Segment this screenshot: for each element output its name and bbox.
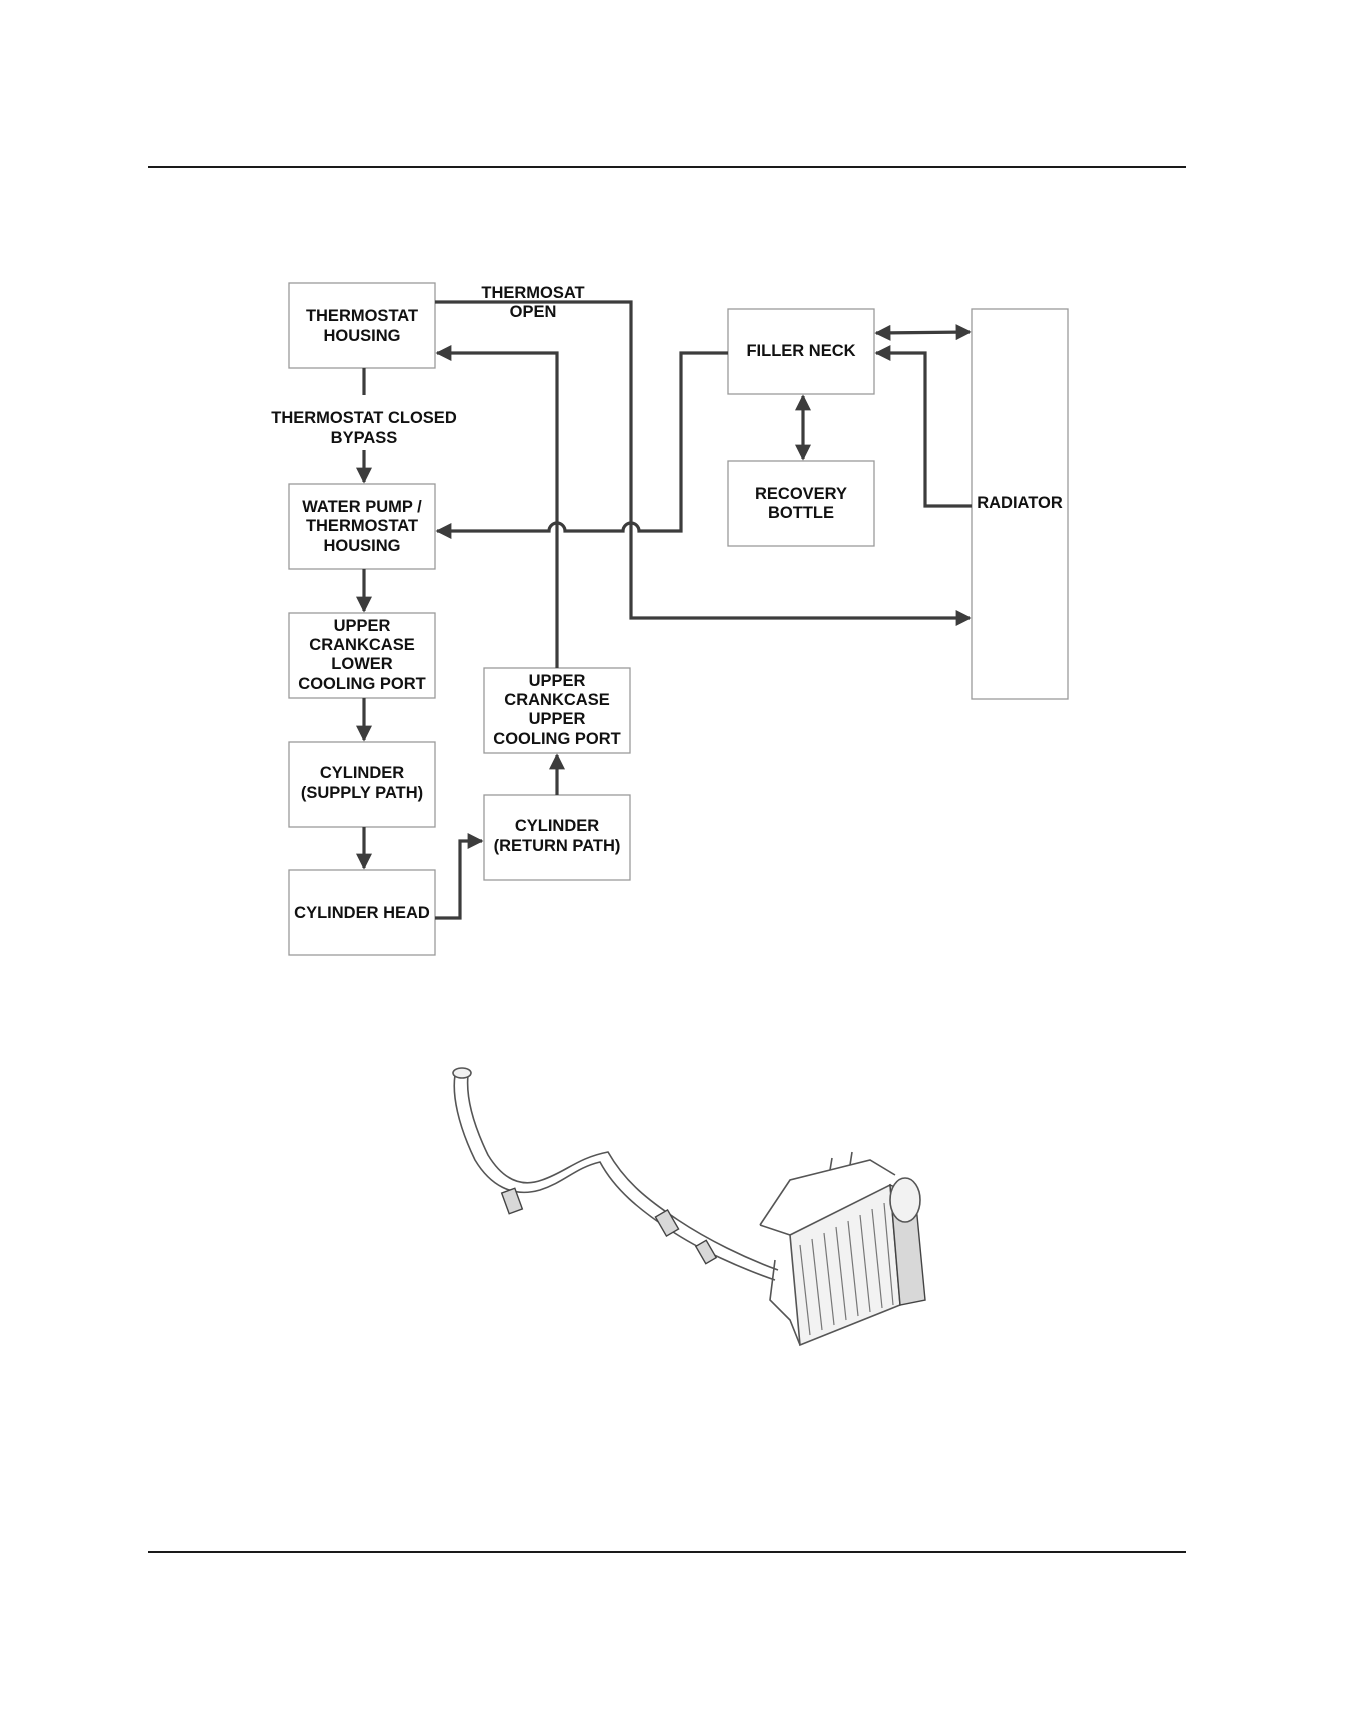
box-upper-crankcase-lower-port: UPPER CRANKCASE LOWER COOLING PORT [289,613,435,698]
box-cylinder-return-line-2: (RETURN PATH) [494,837,621,855]
box-cylinder-supply-line-2: (SUPPLY PATH) [301,784,423,802]
box-upper-crankcase-lower-port-line-3: LOWER [331,655,392,673]
box-recovery-bottle: RECOVERY BOTTLE [728,461,874,546]
radiator-hose-illustration [453,1068,925,1345]
box-cylinder-supply: CYLINDER (SUPPLY PATH) [289,742,435,827]
box-thermostat-housing-line-1: THERMOSTAT [306,307,418,325]
arrow-radiator-to-filler-neck [876,353,972,506]
arrow-filler-neck-radiator-bidirectional [876,332,970,333]
box-upper-crankcase-upper-port: UPPER CRANKCASE UPPER COOLING PORT [484,668,630,753]
arrow-crankcase-upper-to-thermostat [437,353,557,668]
box-upper-crankcase-upper-port-line-3: UPPER [529,710,586,728]
arrow-cylinder-head-to-return [435,841,482,918]
label-thermostat-open-line-2: OPEN [510,303,557,321]
box-water-pump-line-1: WATER PUMP / [302,498,422,516]
box-water-pump-line-3: HOUSING [323,537,400,555]
box-upper-crankcase-lower-port-line-1: UPPER [334,617,391,635]
box-filler-neck-line-1: FILLER NECK [746,342,855,360]
box-radiator: RADIATOR [972,309,1068,699]
arrow-filler-neck-to-water-pump [437,353,728,531]
box-radiator-line-1: RADIATOR [977,494,1063,512]
box-upper-crankcase-lower-port-line-2: CRANKCASE [309,636,414,654]
box-filler-neck: FILLER NECK [728,309,874,394]
box-upper-crankcase-lower-port-line-4: COOLING PORT [298,675,425,693]
box-upper-crankcase-upper-port-line-1: UPPER [529,672,586,690]
label-thermostat-open-line-1: THERMOSAT [481,284,584,302]
box-cylinder-return: CYLINDER (RETURN PATH) [484,795,630,880]
box-thermostat-housing: THERMOSTAT HOUSING [289,283,435,368]
box-recovery-bottle-line-1: RECOVERY [755,485,847,503]
box-recovery-bottle-line-2: BOTTLE [768,504,834,522]
label-thermostat-closed-line-1: THERMOSTAT CLOSED [271,409,457,427]
box-upper-crankcase-upper-port-line-4: COOLING PORT [493,730,620,748]
box-thermostat-housing-line-2: HOUSING [323,327,400,345]
box-cylinder-return-line-1: CYLINDER [515,817,599,835]
box-cylinder-head-line-1: CYLINDER HEAD [294,904,430,922]
box-cylinder-supply-line-1: CYLINDER [320,764,404,782]
box-upper-crankcase-upper-port-line-2: CRANKCASE [504,691,609,709]
box-water-pump: WATER PUMP / THERMOSTAT HOUSING [289,484,435,569]
box-cylinder-head: CYLINDER HEAD [289,870,435,955]
box-water-pump-line-2: THERMOSTAT [306,517,418,535]
label-thermostat-closed-line-2: BYPASS [331,429,398,447]
arrow-thermostat-open-to-radiator [435,302,970,618]
label-thermostat-closed-bypass: THERMOSTAT CLOSED BYPASS [271,409,457,447]
